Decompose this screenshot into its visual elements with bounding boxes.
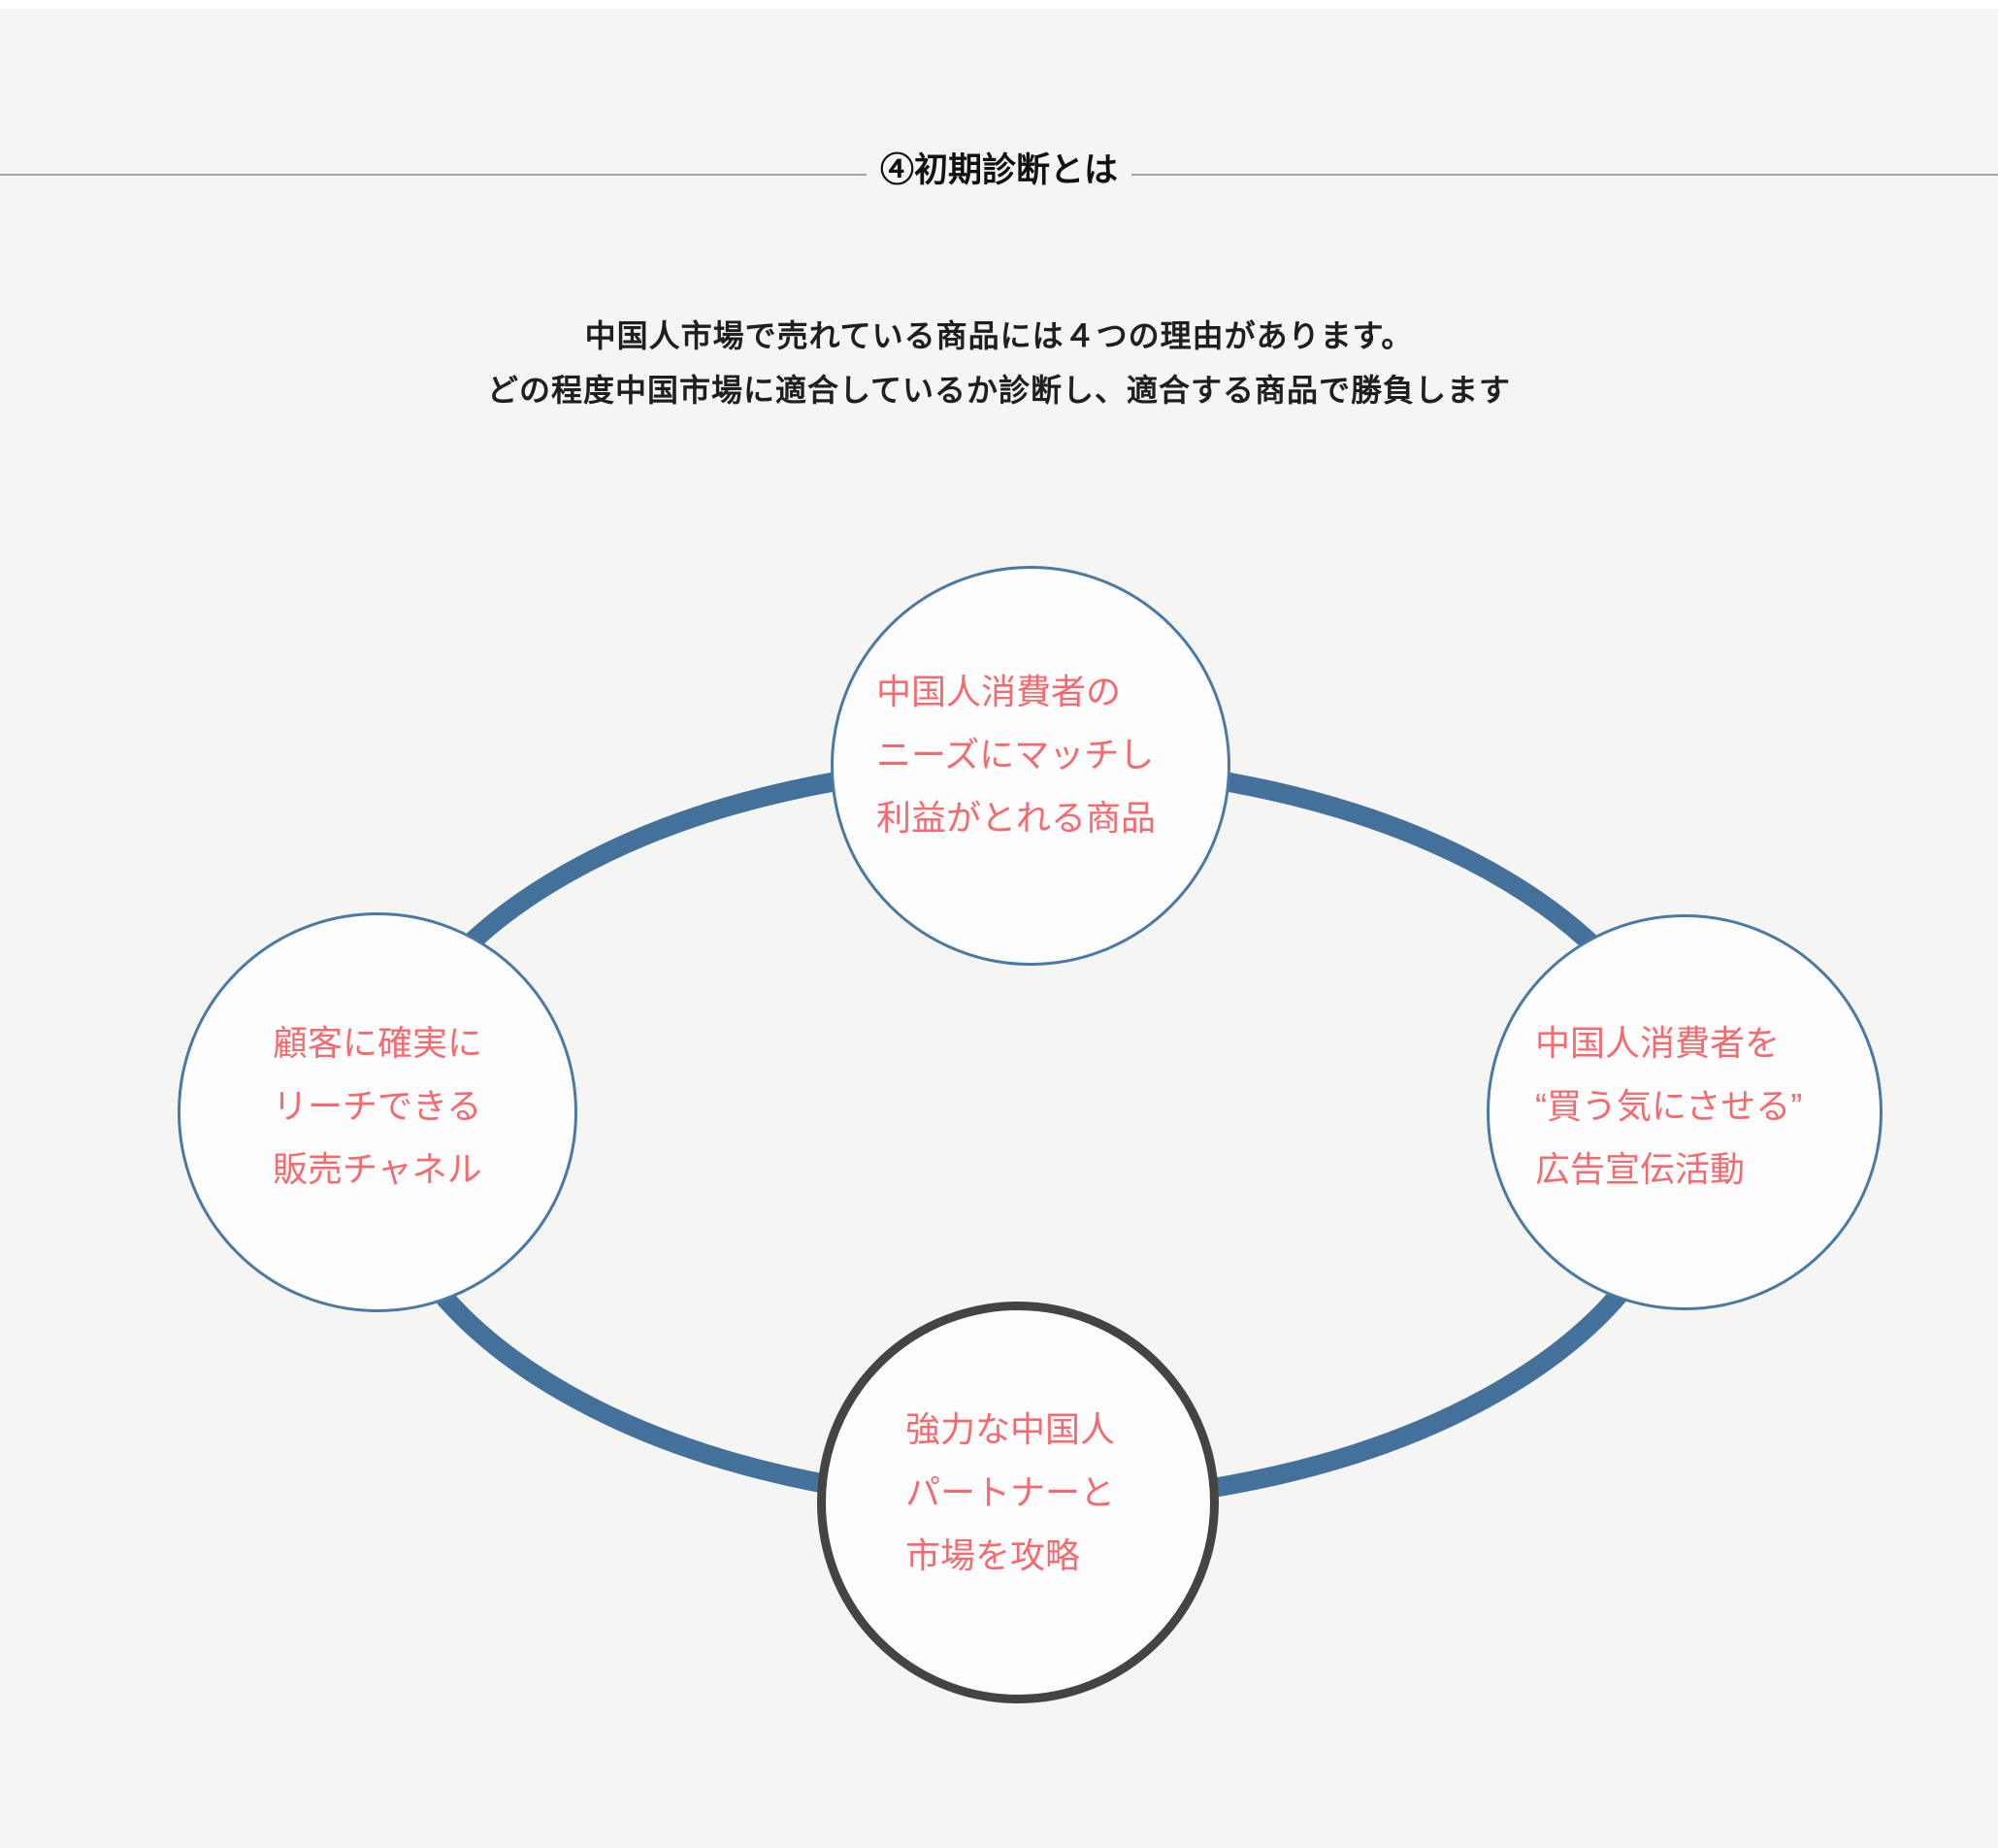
circle-node-channel-line-1: 顧客に確実に (273, 1023, 483, 1063)
circle-node-product-line-3: 利益がとれる商品 (876, 798, 1157, 838)
circle-node-channel-text: 顧客に確実に リーチできる 販売チャネル (273, 1011, 482, 1201)
circle-node-partner-line-3: 市場を攻略 (905, 1535, 1081, 1575)
circle-node-promotion-line-3: 広告宣伝活動 (1535, 1149, 1746, 1189)
circle-node-product: 中国人消費者の ニーズにマッチし 利益がとれる商品 (831, 566, 1230, 966)
circle-node-channel-line-2: リーチできる (273, 1086, 482, 1126)
circle-node-partner: 強力な中国人 パートナーと 市場を攻略 (817, 1302, 1219, 1703)
circle-node-product-text: 中国人消費者の ニーズにマッチし 利益がとれる商品 (876, 660, 1156, 849)
circle-node-product-line-2: ニーズにマッチし (876, 735, 1155, 775)
circle-node-promotion-line-1: 中国人消費者を (1535, 1023, 1781, 1063)
title-divider-right (1131, 174, 1998, 176)
circle-node-partner-text: 強力な中国人 パートナーと 市場を攻略 (905, 1398, 1115, 1587)
description-line-2: どの程度中国市場に適合しているか診断し、適合する商品で勝負します (486, 373, 1512, 408)
section-title-row: ④初期診断とは (0, 132, 1998, 202)
description-text: 中国人市場で売れている商品には４つの理由があります。 どの程度中国市場に適合して… (0, 309, 1998, 417)
circle-node-partner-line-2: パートナーと (905, 1472, 1116, 1512)
circle-node-product-line-1: 中国人消費者の (876, 672, 1122, 711)
circle-node-channel: 顧客に確実に リーチできる 販売チャネル (178, 912, 577, 1312)
circle-node-partner-line-1: 強力な中国人 (905, 1409, 1116, 1449)
circle-node-channel-line-3: 販売チャネル (273, 1149, 482, 1189)
description-line-1: 中国人市場で売れている商品には４つの理由があります。 (584, 318, 1414, 353)
circle-node-promotion-text: 中国人消費者を “買う気にさせる” 広告宣伝活動 (1535, 1011, 1802, 1201)
circle-node-promotion-line-2: “買う気にさせる” (1535, 1086, 1803, 1126)
page-title: ④初期診断とは (880, 150, 1119, 189)
circle-node-promotion: 中国人消費者を “買う気にさせる” 広告宣伝活動 (1487, 914, 1883, 1310)
top-white-strip (0, 0, 1998, 9)
title-divider-left (0, 174, 867, 176)
